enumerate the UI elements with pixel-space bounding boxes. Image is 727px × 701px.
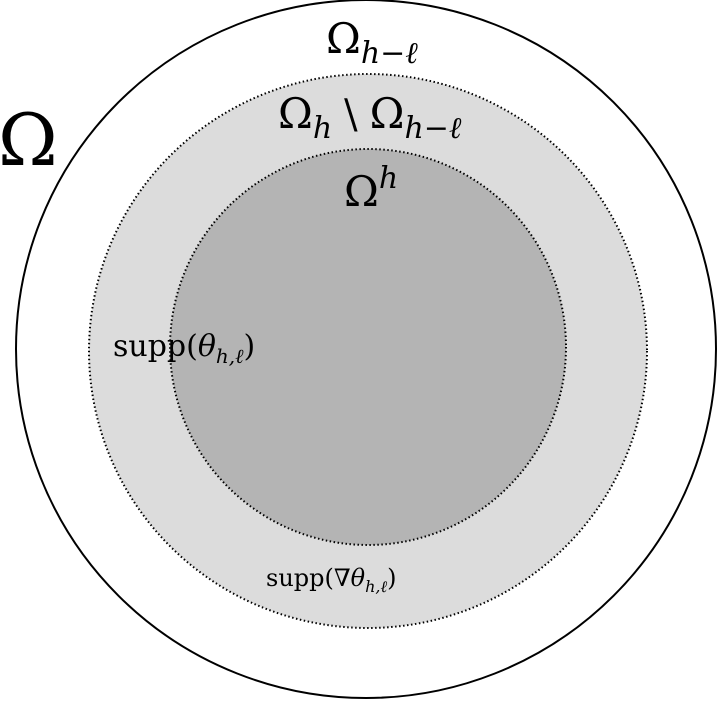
omega-label: Ω xyxy=(0,98,58,182)
annulus-label: Ωh\Ωh−ℓ xyxy=(278,89,462,146)
supp-theta-label: supp(θh,ℓ) xyxy=(113,329,255,368)
supp-grad-theta-label: supp(∇θh,ℓ) xyxy=(266,564,397,596)
omega-h-minus-l-label: Ωh−ℓ xyxy=(326,14,418,71)
omega-sup-h-label: Ωh xyxy=(344,161,398,216)
inner-region xyxy=(169,148,567,546)
